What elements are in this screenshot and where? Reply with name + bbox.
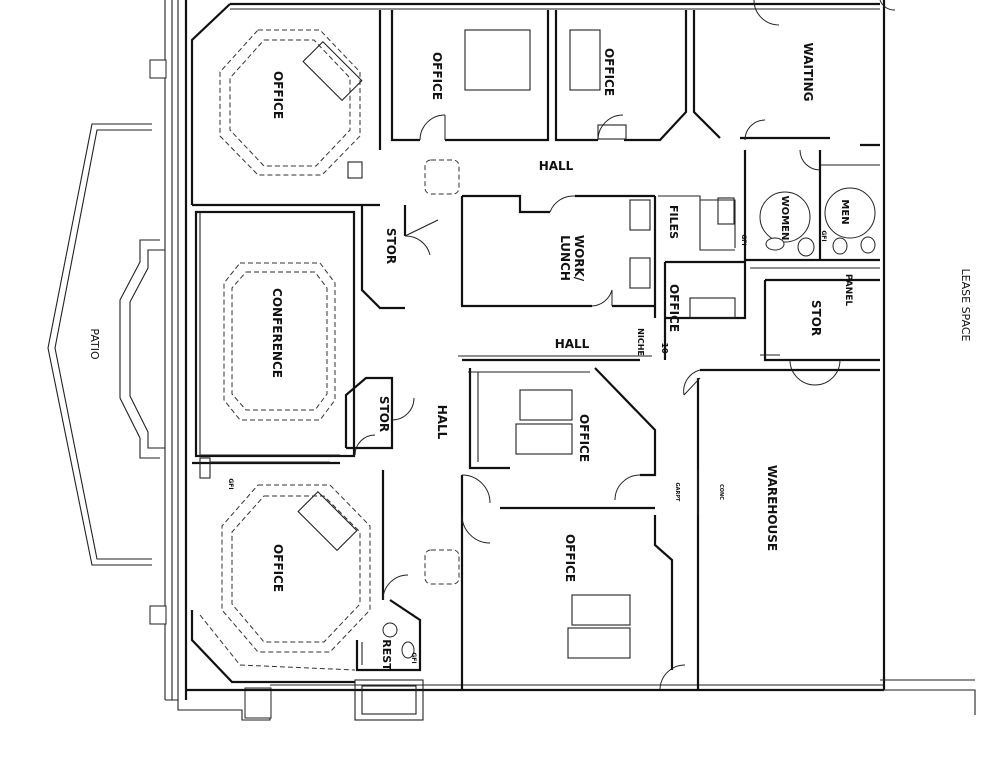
room-labels: OFFICE OFFICE OFFICE WAITING HALL FILES … <box>88 43 972 672</box>
room-label-office-nw: OFFICE <box>271 71 285 119</box>
room-label-office-center: OFFICE <box>577 414 591 462</box>
room-label-patio: PATIO <box>88 328 101 360</box>
room-label-office-south: OFFICE <box>563 534 577 582</box>
fixtures <box>199 29 876 659</box>
room-label-stor-left: STOR <box>384 228 398 264</box>
ceiling-outlines <box>199 29 460 671</box>
room-label-office-n2: OFFICE <box>602 48 616 96</box>
wall-tag-10: 10 <box>660 342 669 354</box>
room-label-office-sw: OFFICE <box>271 544 285 592</box>
room-label-hall-vertical: HALL <box>435 405 449 440</box>
room-label-files: FILES <box>667 205 680 239</box>
room-label-office-n1: OFFICE <box>430 52 444 100</box>
room-label-rest: REST <box>380 639 393 671</box>
gfi-label: GFI <box>820 230 827 241</box>
room-label-men: MEN <box>839 199 850 224</box>
room-label-hall-mid: HALL <box>555 337 590 351</box>
room-label-work-lunch-line1: WORK/ <box>572 235 586 282</box>
annotations: GFI GFI GFI GFI 10 GARPT CONC <box>227 230 827 663</box>
interior-walls <box>192 10 880 690</box>
room-label-work-lunch-line2: LUNCH <box>558 235 572 281</box>
room-label-lease-space: LEASE SPACE <box>959 269 972 342</box>
floor-material-carpet: GARPT <box>674 483 680 502</box>
door-swings <box>354 0 896 691</box>
gfi-label: GFI <box>410 652 417 663</box>
west-exterior-wall <box>119 0 272 721</box>
patio-outline <box>47 123 152 566</box>
gfi-label: GFI <box>740 234 747 245</box>
room-label-women: WOMEN <box>779 196 790 241</box>
room-label-niche: NICHE <box>636 328 645 356</box>
room-label-panel: PANEL <box>843 274 853 306</box>
room-label-warehouse: WAREHOUSE <box>765 465 779 551</box>
floor-material-concrete: CONC <box>718 484 724 500</box>
gfi-label: GFI <box>227 478 234 489</box>
room-label-conference: CONFERENCE <box>270 288 284 378</box>
room-label-waiting: WAITING <box>801 43 815 102</box>
room-label-stor-right: STOR <box>809 300 823 336</box>
exterior-walls <box>186 0 976 721</box>
room-label-hall-top: HALL <box>539 159 574 173</box>
room-label-office-mid: OFFICE <box>667 284 681 332</box>
room-label-stor-small: STOR <box>377 396 391 432</box>
